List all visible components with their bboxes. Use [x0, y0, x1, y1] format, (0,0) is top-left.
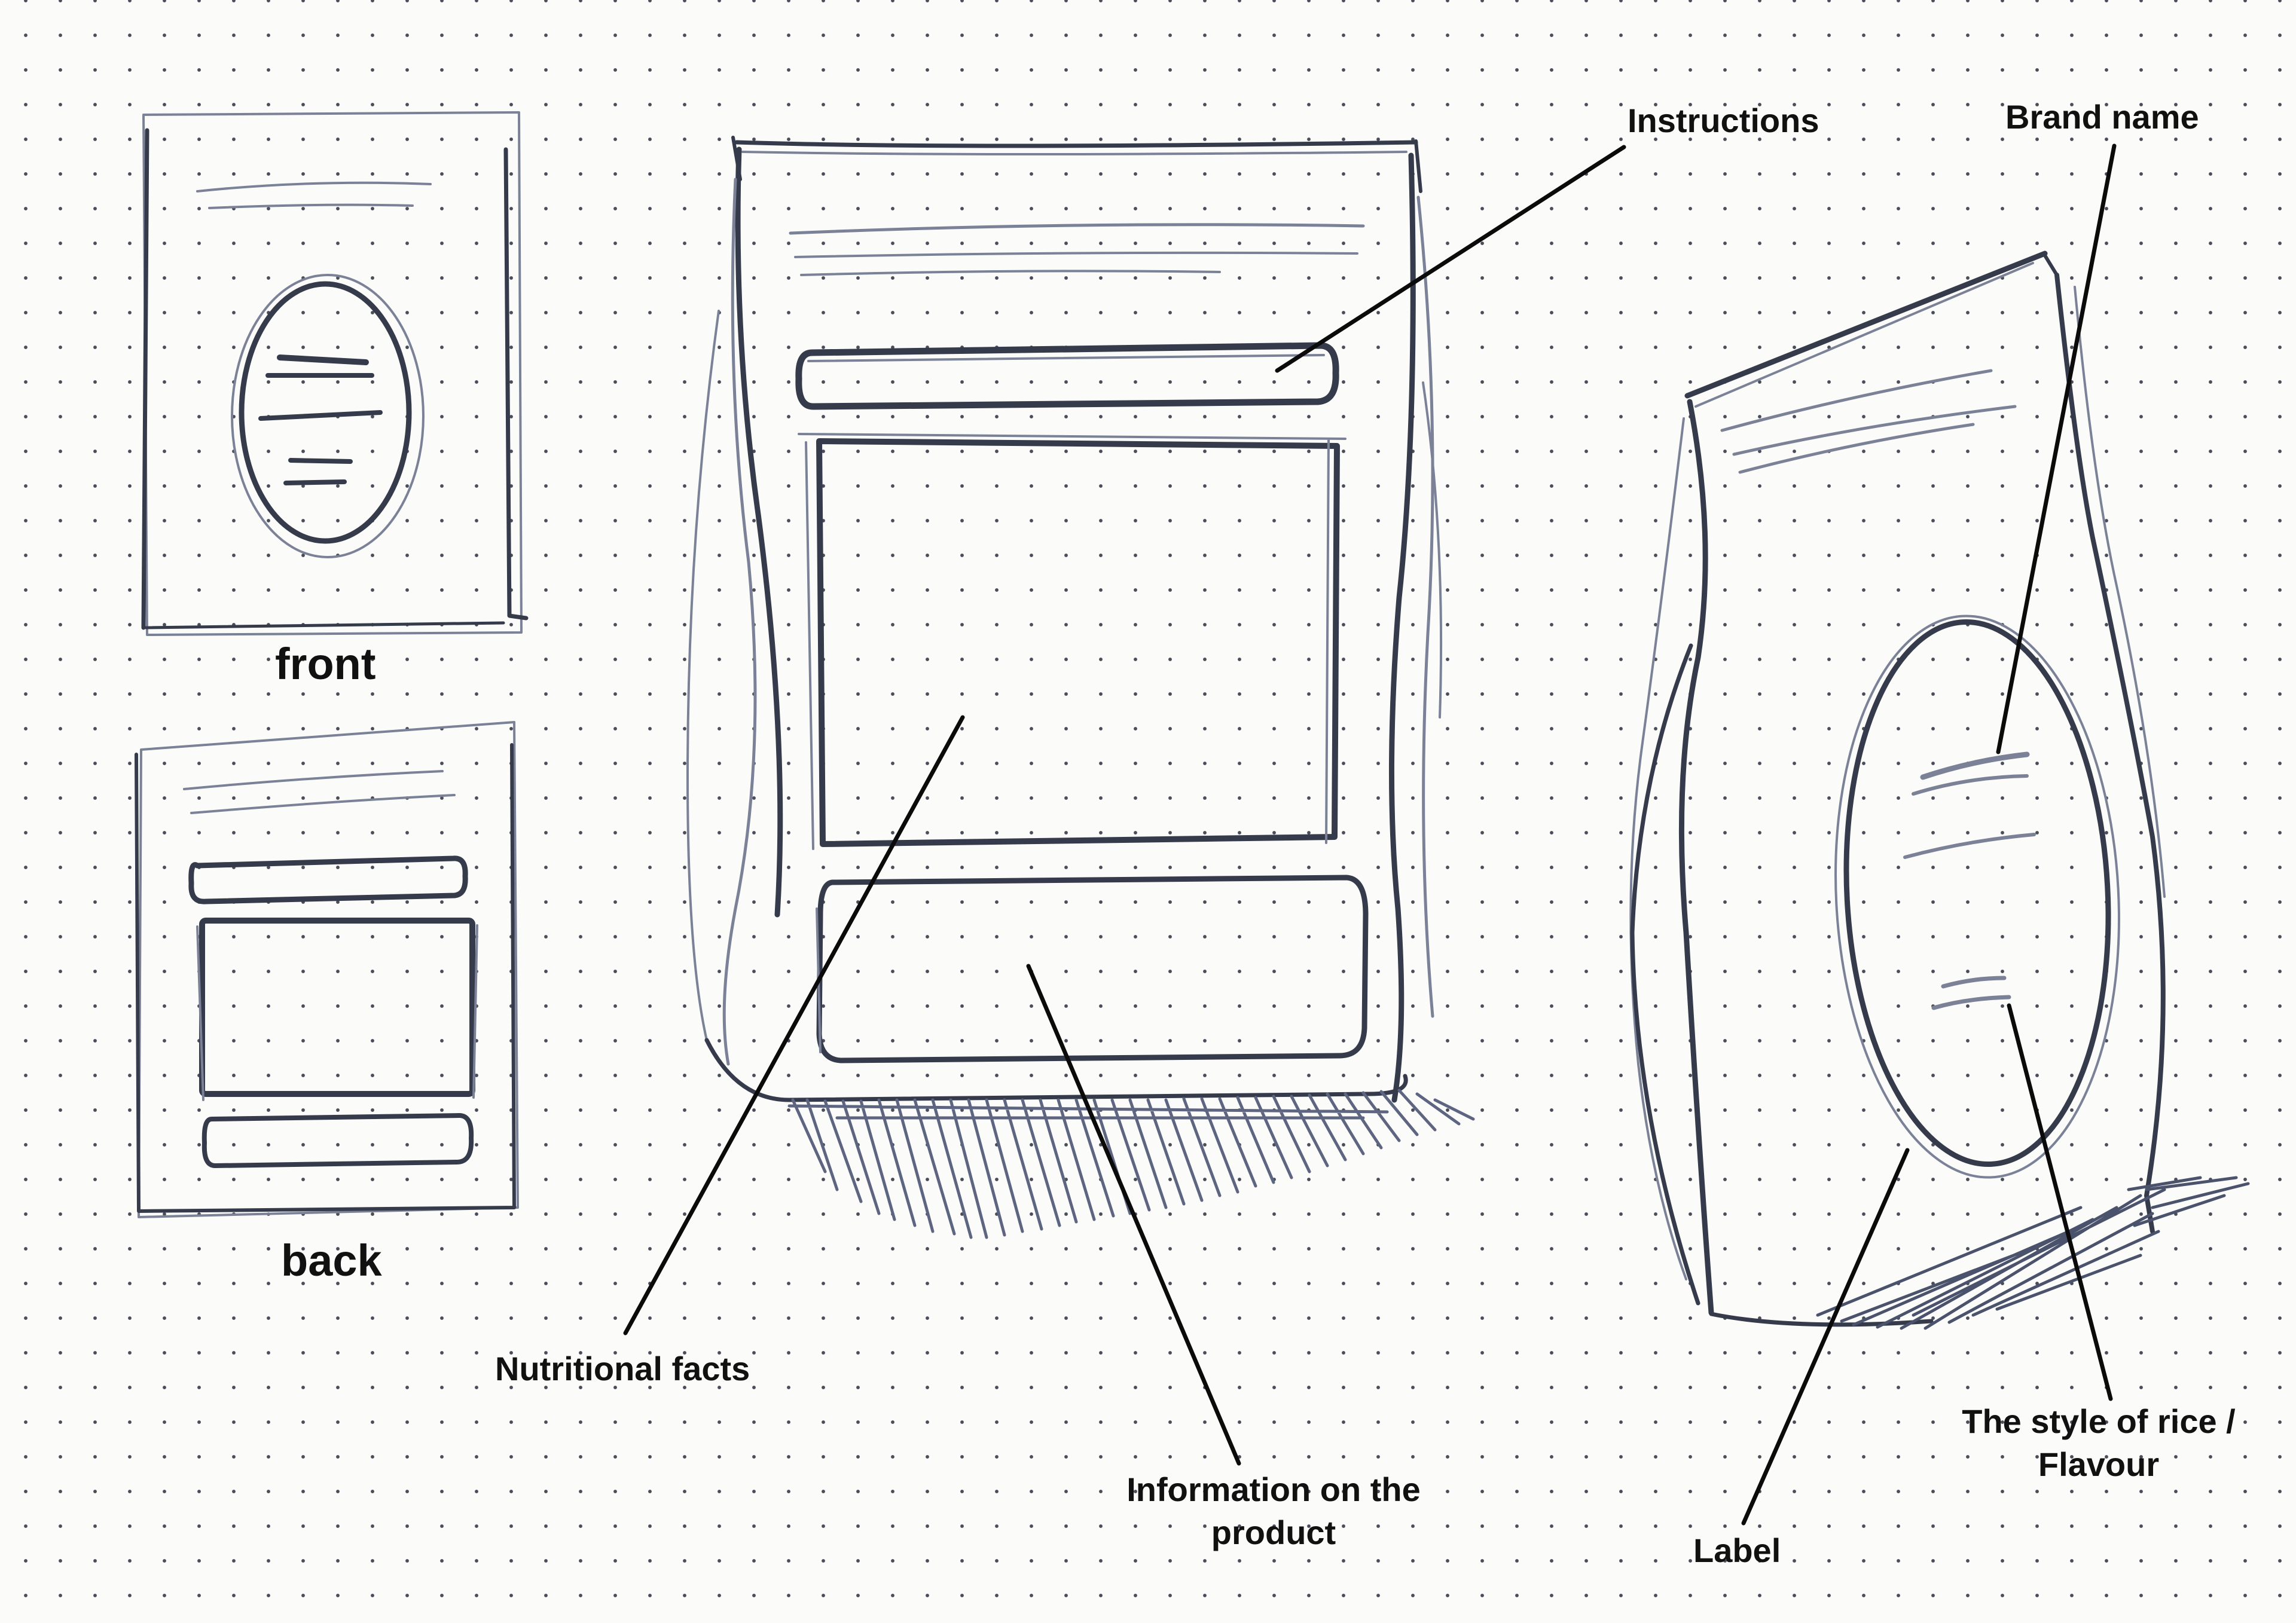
callout-information: Information on the product — [1126, 1471, 1421, 1551]
leader-brand-name — [1996, 143, 2117, 754]
callout-brand-name: Brand name — [2005, 98, 2199, 136]
main-bag-shadow — [787, 1089, 1475, 1239]
leader-label — [1741, 1148, 1910, 1526]
back-view-sketch — [135, 721, 519, 1218]
back-view-label: back — [281, 1236, 382, 1285]
callout-style-of-rice: The style of rice / Flavour — [1962, 1402, 2236, 1483]
callout-nutritional-facts: Nutritional facts — [495, 1350, 750, 1387]
front-oval-label — [231, 274, 425, 558]
leader-information — [1026, 964, 1241, 1466]
side-bag-sketch — [1629, 250, 2250, 1330]
callout-label: Label — [1693, 1532, 1781, 1569]
side-bag-shadow — [1816, 1176, 2250, 1330]
front-view-sketch — [141, 111, 529, 636]
leader-style-of-rice — [2007, 1003, 2113, 1401]
leader-instructions — [1275, 145, 1626, 373]
leader-nutritional-facts — [623, 715, 965, 1335]
front-view-label: front — [275, 639, 376, 689]
main-bag-sketch — [686, 136, 1475, 1239]
side-bag-oval-label — [1834, 615, 2120, 1179]
leader-lines — [623, 143, 2117, 1526]
callout-instructions: Instructions — [1628, 102, 1819, 139]
